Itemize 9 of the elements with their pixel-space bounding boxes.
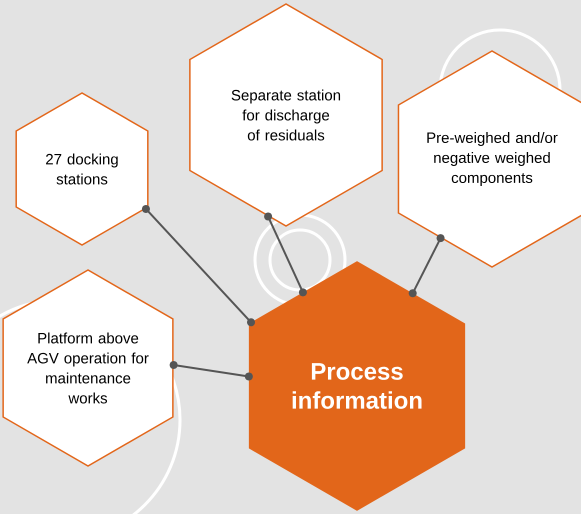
hexagon-box: 27 docking stations bbox=[15, 92, 149, 246]
hexagon-box: Separate station for discharge of residuals bbox=[189, 3, 383, 227]
hexagon-box: Pre-weighed and/or negative weighed components bbox=[398, 50, 581, 268]
connector bbox=[170, 361, 253, 381]
hexagon-box: Platform above AGV operation for maintenance works bbox=[2, 269, 174, 467]
hexagon-box: Process information bbox=[248, 261, 466, 511]
connector bbox=[408, 234, 445, 298]
connector bbox=[142, 204, 256, 326]
connector bbox=[264, 212, 307, 296]
